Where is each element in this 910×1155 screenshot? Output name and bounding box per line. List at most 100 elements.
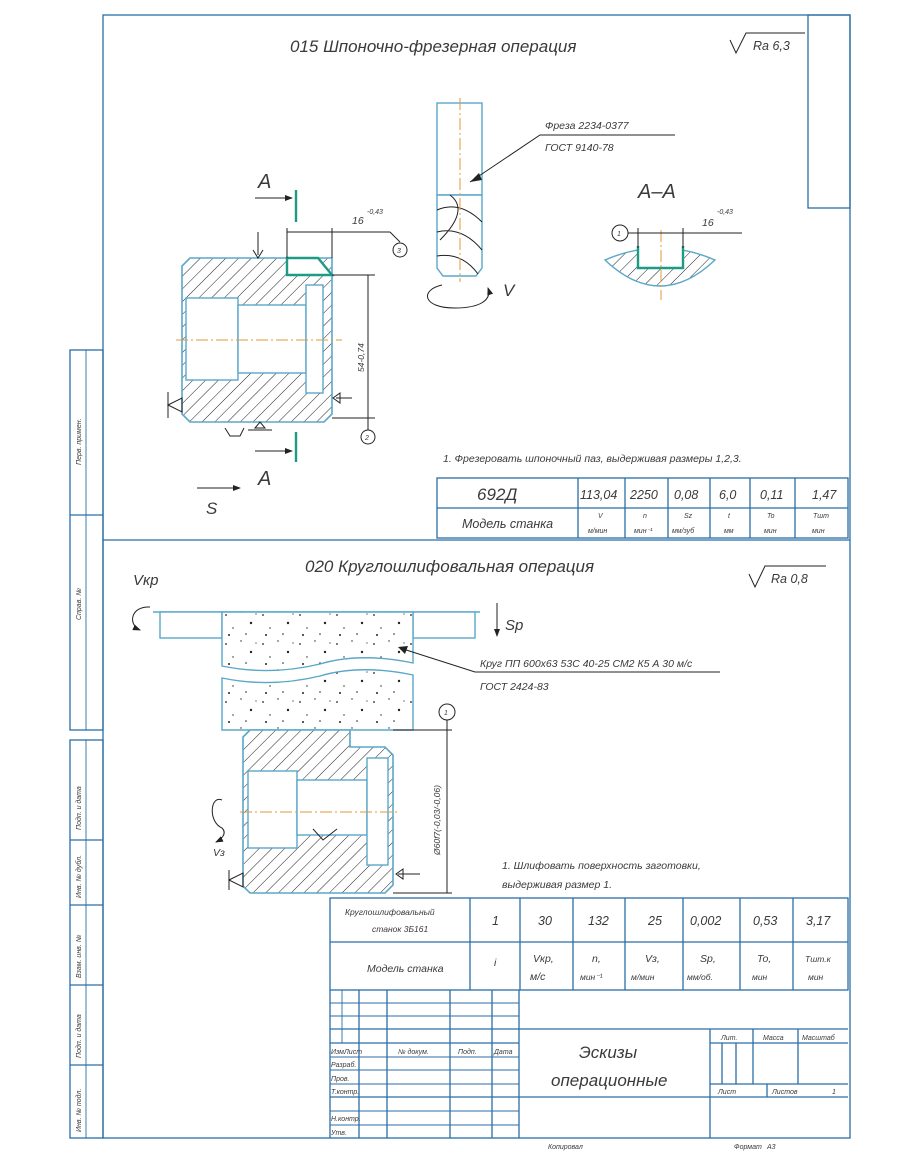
dimension-keyway-width: 16 -0,43 3 (286, 209, 408, 258)
section-label: A–A (637, 181, 676, 203)
header-sym: V (598, 513, 604, 520)
motion-vz: Vз (213, 847, 225, 859)
header-unit: мин⁻¹ (580, 972, 603, 982)
side-stamp: Взам. инв. № (76, 934, 83, 978)
sheets-label: Листов (771, 1089, 798, 1096)
machine-label: Модель станка (367, 963, 444, 975)
grinding-wheel: Круг ПП 600х63 53С 40-25 СМ2 К5 А 30 м/с… (153, 611, 720, 731)
side-stamp: Подп. и дата (75, 1014, 83, 1058)
role-label: Н.контр. (331, 1116, 361, 1123)
header-sym: n (643, 513, 647, 520)
callout-2: 2 (364, 435, 369, 442)
op1-roughness: Ra 6,3 (753, 39, 790, 53)
side-stamps: Перв. примен. Справ. № Подп. и дата Инв.… (75, 418, 83, 1132)
dimension-depth: 54-0,74 2 (332, 274, 376, 445)
col-header: Лист (343, 1049, 362, 1056)
header-unit: мин⁻¹ (634, 528, 653, 535)
motion-arrows-op2: Vкр Sp Vз (132, 572, 523, 859)
op2-note-line1: 1. Шлифовать поверхность заготовки, (502, 860, 701, 872)
value-sz: 0,08 (674, 488, 698, 502)
section-dim-tol: -0,43 (717, 209, 733, 216)
header-unit: м/с (530, 971, 546, 983)
side-stamp: Инв. № дубл. (75, 855, 83, 898)
header-unit: мм/об. (687, 972, 713, 982)
role-label: Разраб. (331, 1061, 356, 1069)
header-unit: мм/зуб (672, 527, 695, 535)
section-a-a: A–A 1 16 -0,43 (603, 181, 742, 300)
end-mill-cutter: Фреза 2234-0377 ГОСТ 9140-78 V (427, 98, 675, 309)
machine-model-line1: Круглошлифовальный (345, 907, 435, 917)
lit-label: Лит. (720, 1035, 737, 1042)
value-i: 1 (492, 914, 499, 928)
col-header: Изм. (331, 1049, 346, 1056)
dim-keyway-tol: -0,43 (367, 209, 383, 216)
header-sym: Vкр, (533, 953, 554, 965)
header-sym: i (494, 957, 497, 969)
side-stamp: Инв. № подл. (75, 1089, 83, 1132)
value-n: 132 (588, 914, 609, 928)
motion-s: S (206, 499, 218, 518)
wheel-standard: ГОСТ 2424-83 (480, 681, 549, 693)
section-marks: A A (255, 171, 298, 490)
header-unit: мин (808, 972, 824, 982)
header-unit: м/мин (631, 972, 655, 982)
section-mark-top: A (257, 171, 271, 193)
section-dim: 16 (702, 217, 714, 229)
op1-title: 015 Шпоночно-фрезерная операция (290, 37, 576, 56)
header-sym: Тшт.к (805, 954, 832, 964)
header-unit: м/мин (588, 528, 607, 535)
header-sym: Тшт (813, 513, 829, 520)
value-t: 6,0 (719, 488, 736, 502)
op2-note-line2: выдерживая размер 1. (502, 879, 612, 891)
cutter-standard: ГОСТ 9140-78 (545, 142, 614, 154)
header-sym: n, (592, 953, 601, 965)
header-sym: Vз, (645, 953, 660, 965)
dim-keyway: 16 (352, 215, 364, 227)
side-stamp: Перв. примен. (76, 418, 83, 465)
value-n: 2250 (629, 488, 658, 502)
side-stamp: Подп. и дата (75, 786, 83, 830)
side-stamp: Справ. № (76, 588, 83, 620)
header-unit: мин (752, 972, 768, 982)
header-unit: мин (812, 528, 825, 535)
mass-label: Масса (763, 1035, 784, 1042)
roughness-symbol-op1: Ra 6,3 (729, 32, 805, 55)
value-to: 0,53 (753, 914, 777, 928)
motion-vkr: Vкр (133, 572, 158, 589)
document-title-line1: Эскизы (579, 1043, 638, 1062)
section-mark-bottom: A (257, 468, 271, 490)
machine-model: 692Д (477, 485, 517, 504)
op1-workpiece (176, 256, 342, 423)
op1-mode-table: 692Д Модель станка 113,04 2250 0,08 6,0 … (436, 477, 849, 539)
base-symbols (166, 232, 352, 437)
op1-note: 1. Фрезеровать шпоночный паз, выдерживая… (443, 453, 742, 465)
header-sym: Sz (684, 513, 693, 520)
op2-title: 020 Круглошлифовальная операция (305, 557, 594, 576)
format-value: А3 (766, 1144, 776, 1151)
value-sp: 0,002 (690, 914, 721, 928)
format-label: Формат (734, 1144, 762, 1151)
cutter-label: Фреза 2234-0377 (545, 120, 630, 132)
copied-label: Копировал (548, 1144, 583, 1151)
sheet-label: Лист (717, 1089, 736, 1096)
dim-diameter: Ø60f7(-0,03/-0,06) (432, 785, 442, 856)
callout-1-op2: 1 (444, 710, 448, 717)
motion-v: V (503, 281, 516, 300)
value-vz: 25 (647, 914, 662, 928)
role-label: Т.контр. (331, 1089, 359, 1096)
op2-mode-table: Круглошлифовальный станок 3Б161 Модель с… (329, 897, 849, 991)
wheel-label: Круг ПП 600х63 53С 40-25 СМ2 К5 А 30 м/с (480, 658, 693, 670)
header-sym: t (728, 513, 731, 520)
header-sym: To, (757, 953, 771, 965)
motion-sp: Sp (505, 617, 523, 634)
op2-workpiece (227, 729, 420, 894)
roughness-symbol-op2: Ra 0,8 (748, 565, 826, 589)
col-header: № докум. (398, 1048, 429, 1056)
value-vkr: 30 (538, 914, 552, 928)
header-unit: мм (724, 528, 734, 535)
header-sym: Sp, (700, 953, 716, 965)
machine-label: Модель станка (462, 517, 553, 531)
value-to: 0,11 (760, 488, 783, 502)
role-label: Пров. (331, 1076, 350, 1083)
